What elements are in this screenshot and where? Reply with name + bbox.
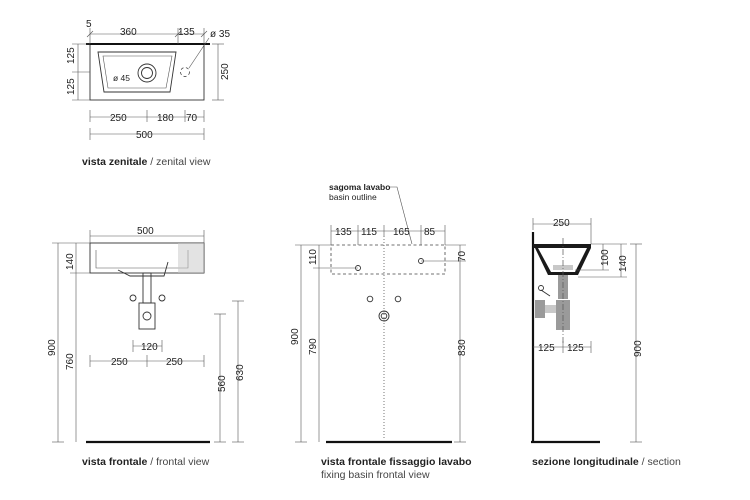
fixing-dim-830: 830: [457, 339, 468, 356]
section-dim-140: 140: [618, 255, 629, 272]
fixing-dim-135: 135: [335, 227, 352, 238]
frontal-dim-500: 500: [137, 226, 154, 237]
zenital-tap-hole: [180, 67, 190, 77]
fixing-view: sagoma lavabo basin outline 135 115 165 …: [290, 182, 472, 481]
frontal-dim-250a: 250: [111, 357, 128, 368]
zenital-dim-180: 180: [157, 113, 174, 124]
fixing-dim-115: 115: [361, 227, 377, 238]
fixing-drain-outer: [378, 310, 390, 322]
frontal-bolt-left: [129, 294, 137, 302]
fixing-dim-70: 70: [457, 250, 468, 262]
section-view: 250 100 140 125 125 900 sezione longitud…: [531, 218, 681, 468]
section-dim-100: 100: [600, 249, 611, 266]
section-dim-250: 250: [553, 218, 570, 229]
zenital-dim-250: 250: [110, 113, 127, 124]
section-dim-900: 900: [633, 340, 644, 357]
zenital-dim-250v: 250: [220, 63, 231, 80]
fixing-dim-85: 85: [424, 227, 436, 238]
fixing-caption-en: fixing basin frontal view: [321, 469, 430, 481]
section-dim-125b: 125: [567, 343, 584, 354]
frontal-dim-630: 630: [235, 364, 246, 381]
zenital-bowl-inner: [102, 55, 173, 89]
frontal-siphon-tube: [142, 272, 152, 304]
frontal-view: 500 900 140 760 120 250 250 560 630 vist…: [47, 226, 246, 468]
zenital-dim-70: 70: [186, 113, 198, 124]
frontal-caption: vista frontale / frontal view: [82, 456, 210, 468]
frontal-dim-120: 120: [141, 342, 158, 353]
frontal-dim-560: 560: [217, 375, 228, 392]
fixing-caption-it: vista frontale fissaggio lavabo: [321, 456, 472, 468]
fixing-dim-165: 165: [393, 227, 410, 238]
fixing-dim-900: 900: [290, 328, 301, 345]
section-bowl: [538, 248, 587, 272]
frontal-dim-760: 760: [65, 353, 76, 370]
fixing-dim-790: 790: [308, 338, 319, 355]
frontal-siphon-bottle: [138, 302, 156, 330]
zenital-dim-135: 135: [178, 27, 195, 38]
zenital-dim-125b: 125: [66, 78, 77, 95]
zenital-view: 5 360 135 ø 35 125 125 250 ø 45 250 180 …: [66, 19, 231, 168]
fixing-outline-label-it: sagoma lavabo: [329, 182, 390, 192]
frontal-dim-140: 140: [65, 253, 76, 270]
fixing-outline-label-en: basin outline: [329, 192, 377, 202]
zenital-dim-5: 5: [86, 19, 92, 30]
fixing-dim-110: 110: [308, 249, 319, 265]
frontal-dim-900: 900: [47, 339, 58, 356]
zenital-caption: vista zenitale / zenital view: [82, 156, 211, 168]
fixing-bolt-left: [366, 295, 374, 303]
frontal-bolt-right: [158, 294, 166, 302]
zenital-dim-360: 360: [120, 27, 137, 38]
zenital-drain-outer: [137, 63, 157, 83]
section-caption: sezione longitudinale / section: [532, 456, 681, 468]
section-dim-125a: 125: [538, 343, 555, 354]
zenital-dim-500: 500: [136, 130, 153, 141]
zenital-bowl: [97, 51, 177, 93]
zenital-dim-35: ø 35: [210, 29, 230, 40]
fixing-basin-outline: [330, 244, 446, 275]
zenital-drain-inner: [141, 67, 153, 79]
frontal-dim-250b: 250: [166, 357, 183, 368]
zenital-dim-125a: 125: [66, 47, 77, 64]
zenital-dim-45: ø 45: [113, 73, 130, 83]
fixing-bolt-right: [394, 295, 402, 303]
frontal-basin-edge: [178, 243, 204, 273]
